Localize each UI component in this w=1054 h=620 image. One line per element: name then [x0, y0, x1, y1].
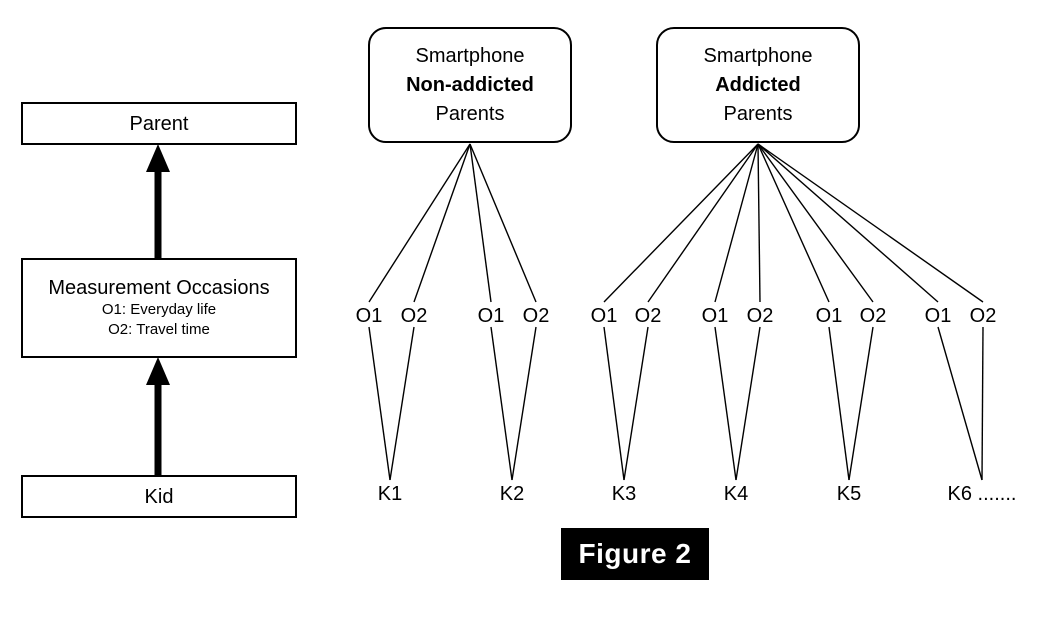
legend-box-kid: Kid: [21, 475, 297, 518]
edge-group-addicted-to-occasion-11: [757, 143, 984, 303]
group-addicted-line1: Smartphone: [703, 44, 813, 67]
edge-occasion-7-to-K4: [735, 326, 761, 481]
group-addicted-line3: Parents: [723, 102, 793, 125]
edge-occasion-8-to-K5: [828, 326, 850, 481]
legend-box-measurement-occasions: Measurement Occasions O1: Everyday life …: [21, 258, 297, 358]
occasion-label-K4-O1: O1: [701, 305, 729, 327]
legend-measurement-sub-o1: O1: Everyday life: [101, 301, 217, 318]
occasion-label-K6-O2: O2: [969, 305, 997, 327]
kid-label-K2: K2: [499, 483, 525, 505]
group-nonaddicted-line1: Smartphone: [415, 44, 525, 67]
group-nonaddicted-line3: Parents: [435, 102, 505, 125]
edge-group-nonaddicted-to-occasion-1: [413, 143, 471, 303]
edge-group-addicted-to-occasion-7: [757, 143, 761, 303]
legend-parent-title: Parent: [129, 112, 189, 135]
edge-occasion-0-to-K1: [368, 326, 391, 481]
group-box-nonaddicted-parents: Smartphone Non-addicted Parents: [368, 27, 572, 143]
kid-label-K3: K3: [611, 483, 637, 505]
edge-group-addicted-to-occasion-8: [757, 143, 830, 303]
occasion-label-K4-O2: O2: [746, 305, 774, 327]
edge-group-addicted-to-occasion-6: [714, 143, 759, 303]
occasion-label-K3-O1: O1: [590, 305, 618, 327]
edge-group-addicted-to-occasion-9: [757, 143, 874, 303]
arrow-measurement-to-parent: [146, 144, 170, 260]
edge-group-addicted-to-occasion-4: [603, 143, 759, 303]
kid-label-K6: K6 .......: [947, 483, 1017, 505]
kid-label-K5: K5: [836, 483, 862, 505]
kid-label-K1: K1: [377, 483, 403, 505]
legend-box-parent: Parent: [21, 102, 297, 145]
occasion-label-K2-O1: O1: [477, 305, 505, 327]
edge-group-addicted-to-occasion-5: [647, 143, 759, 303]
kid-label-K4: K4: [723, 483, 749, 505]
occasion-label-K2-O2: O2: [522, 305, 550, 327]
group-nonaddicted-line2: Non-addicted: [406, 73, 534, 96]
edge-group-nonaddicted-to-occasion-2: [469, 143, 492, 303]
group-addicted-line2: Addicted: [715, 73, 801, 96]
edge-occasion-3-to-K2: [511, 326, 537, 481]
edge-occasion-1-to-K1: [389, 326, 415, 481]
edge-group-nonaddicted-to-occasion-0: [368, 143, 471, 303]
occasion-label-K5-O2: O2: [859, 305, 887, 327]
occasion-label-K6-O1: O1: [924, 305, 952, 327]
occasion-label-K1-O1: O1: [355, 305, 383, 327]
occasion-label-K5-O1: O1: [815, 305, 843, 327]
edge-occasion-9-to-K5: [848, 326, 874, 481]
edge-occasion-6-to-K4: [714, 326, 737, 481]
edge-occasion-11-to-K6: [981, 326, 984, 481]
edge-occasion-2-to-K2: [490, 326, 513, 481]
edge-occasion-10-to-K6: [937, 326, 983, 481]
occasion-label-K3-O2: O2: [634, 305, 662, 327]
edge-occasion-4-to-K3: [603, 326, 625, 481]
arrow-kid-to-measurement: [146, 357, 170, 477]
group-box-addicted-parents: Smartphone Addicted Parents: [656, 27, 860, 143]
occasion-label-K1-O2: O2: [400, 305, 428, 327]
figure-caption: Figure 2: [561, 528, 709, 580]
legend-measurement-sub-o2: O2: Travel time: [108, 321, 210, 338]
legend-measurement-title: Measurement Occasions: [48, 277, 270, 299]
legend-kid-title: Kid: [144, 485, 174, 508]
edge-group-addicted-to-occasion-10: [757, 143, 939, 303]
edge-group-nonaddicted-to-occasion-3: [469, 143, 537, 303]
edge-occasion-5-to-K3: [623, 326, 649, 481]
